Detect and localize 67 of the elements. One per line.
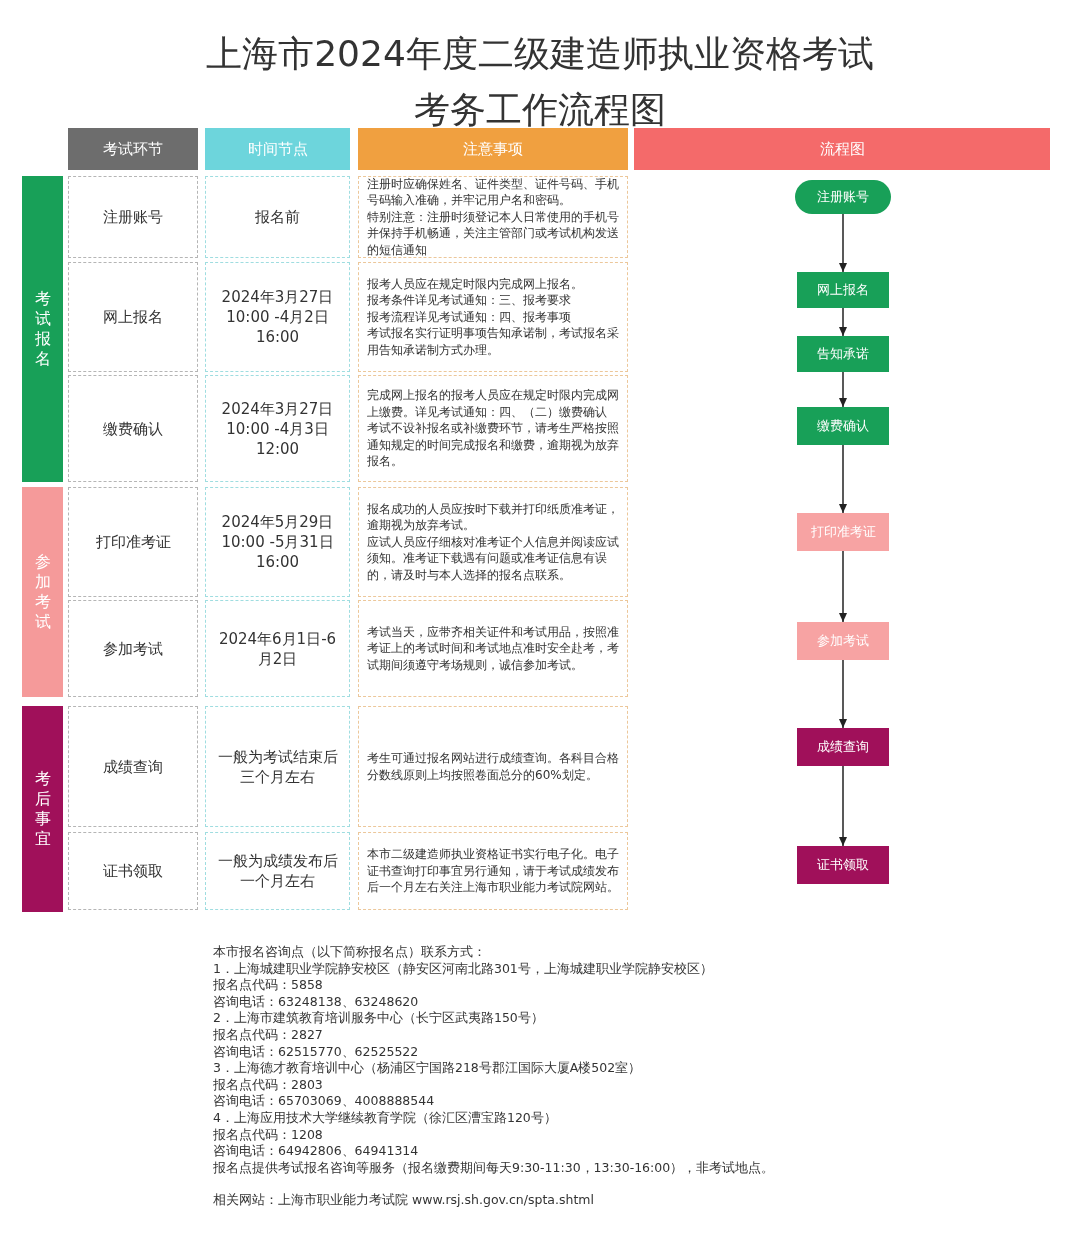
process-box: 缴费确认 xyxy=(797,407,889,445)
process-box: 告知承诺 xyxy=(797,336,889,372)
process-box: 成绩查询 xyxy=(797,728,889,766)
arrow xyxy=(839,765,847,847)
arrow xyxy=(839,371,847,408)
section-band xyxy=(22,487,63,697)
note-text: 咨询电话：65703069、4008888544 xyxy=(213,1093,436,1110)
cell-text: 完成网上报名的报考人员应在规定时限内完成网上缴费。详见考试通知：四、（二）缴费确认 xyxy=(366,387,620,421)
note-text: 相关网站：上海市职业能力考试院 www.rsj.sh.gov.cn/spta.shtml xyxy=(213,1192,595,1209)
column-header: 注意事项 xyxy=(358,128,628,170)
start-box: 注册账号 xyxy=(795,180,891,214)
cell-text: 考生可通过报名网站进行成绩查询。各科目合格分数线原则上均按照卷面总分的60%划定。 xyxy=(366,750,620,783)
column-header: 流程图 xyxy=(634,128,1050,170)
process-box: 打印准考证 xyxy=(797,513,889,551)
arrow xyxy=(839,307,847,337)
arrow xyxy=(839,213,847,273)
note-text: 2．上海市建筑教育培训服务中心（长宁区武夷路150号） xyxy=(213,1010,545,1027)
cell-text: 缴费确认 xyxy=(103,418,163,439)
cell-text: 考试不设补报名或补缴费环节，请考生严格按照通知规定的时间完成报名和缴费，逾期视为放弃报名。 xyxy=(366,420,620,470)
section-band xyxy=(22,176,63,482)
cell-text: 2024年3月27日10:00 -4月3日12:00 xyxy=(220,398,335,459)
cell-text: 考试当天，应带齐相关证件和考试用品，按照准考证上的考试时间和考试地点准时安全赴考，考试期间须遵守考场规则，诚信参加考试。 xyxy=(366,623,620,674)
section-band xyxy=(22,706,63,912)
cell-text: 报考流程详见考试通知：四、报考事项 xyxy=(366,308,572,326)
note-text: 报名点代码：1208 xyxy=(213,1126,324,1144)
cell-text: 本市二级建造师执业资格证书实行电子化。电子证书查询打印事宜另行通知，请于考试成绩发布后一个月左右关注上海市职业能力考试院网站。 xyxy=(366,846,620,896)
arrow xyxy=(839,659,847,729)
cell-text: 特别注意：注册时须登记本人日常使用的手机号并保持手机畅通，关注主管部门或考试机构发送的短信通知 xyxy=(366,208,620,259)
cell-text: 打印准考证 xyxy=(95,532,171,552)
process-box: 网上报名 xyxy=(797,272,889,308)
note-text: 报名点代码：5858 xyxy=(213,977,324,994)
cell-text: 报名成功的人员应按时下载并打印纸质准考证，逾期视为放弃考试。 xyxy=(366,500,620,534)
cell-text: 报名前 xyxy=(255,207,300,227)
cell-text: 一般为成绩发布后一个月左右 xyxy=(216,851,339,891)
cell-text: 考试报名实行证明事项告知承诺制，考试报名采用告知承诺制方式办理。 xyxy=(366,325,620,359)
note-text: 本市报名咨询点（以下简称报名点）联系方式： xyxy=(213,944,487,961)
note-text: 咨询电话：62515770、62525522 xyxy=(213,1043,420,1061)
process-box: 证书领取 xyxy=(797,846,889,884)
cell-text: 应试人员应仔细核对准考证个人信息并阅读应试须知。准考证下载遇有问题或准考证信息有误的，请及时与本人选择的报名点联系。 xyxy=(366,533,620,584)
cell-text: 2024年6月1日-6月2日 xyxy=(217,628,338,669)
cell-text: 2024年3月27日10:00 -4月2日16:00 xyxy=(220,287,335,347)
note-text: 咨询电话：64942806、64941314 xyxy=(213,1143,420,1160)
cell-text: 证书领取 xyxy=(103,861,163,881)
process-box: 参加考试 xyxy=(797,622,889,660)
column-header: 考试环节 xyxy=(68,128,198,170)
column-header: 时间节点 xyxy=(205,128,350,170)
note-text: 1．上海城建职业学院静安校区（静安区河南北路301号，上海城建职业学院静安校区） xyxy=(213,960,714,978)
cell-text: 报考人员应在规定时限内完成网上报名。 xyxy=(366,275,584,293)
cell-text: 成绩查询 xyxy=(103,756,163,777)
cell-text: 参加考试 xyxy=(103,638,163,659)
arrow xyxy=(839,550,847,623)
note-text: 报名点代码：2803 xyxy=(213,1076,324,1094)
note-text: 咨询电话：63248138、63248620 xyxy=(213,993,420,1011)
cell-text: 注册时应确保姓名、证件类型、证件号码、手机号码输入准确，并牢记用户名和密码。 xyxy=(366,175,620,209)
note-text: 4．上海应用技术大学继续教育学院（徐汇区漕宝路120号） xyxy=(213,1109,558,1127)
band-text: 考后事宜 xyxy=(34,769,51,849)
cell-text: 网上报名 xyxy=(103,307,163,327)
cell-text: 注册账号 xyxy=(103,207,163,227)
cell-text: 报考条件详见考试通知：三、报考要求 xyxy=(366,292,572,309)
cell-text: 2024年5月29日10:00 -5月31日16:00 xyxy=(220,512,335,572)
arrow xyxy=(839,444,847,514)
band-text: 考试报名 xyxy=(34,289,51,369)
note-text: 3．上海德才教育培训中心（杨浦区宁国路218号郡江国际大厦A楼502室） xyxy=(213,1060,643,1077)
cell-text: 一般为考试结束后三个月左右 xyxy=(216,746,339,787)
note-text: 报名点提供考试报名咨询等服务（报名缴费期间每天9:30-11:30，13:30-16:00），非考试地点。 xyxy=(213,1159,776,1177)
note-text: 报名点代码：2827 xyxy=(213,1026,324,1044)
band-text: 参加考试 xyxy=(34,552,51,632)
